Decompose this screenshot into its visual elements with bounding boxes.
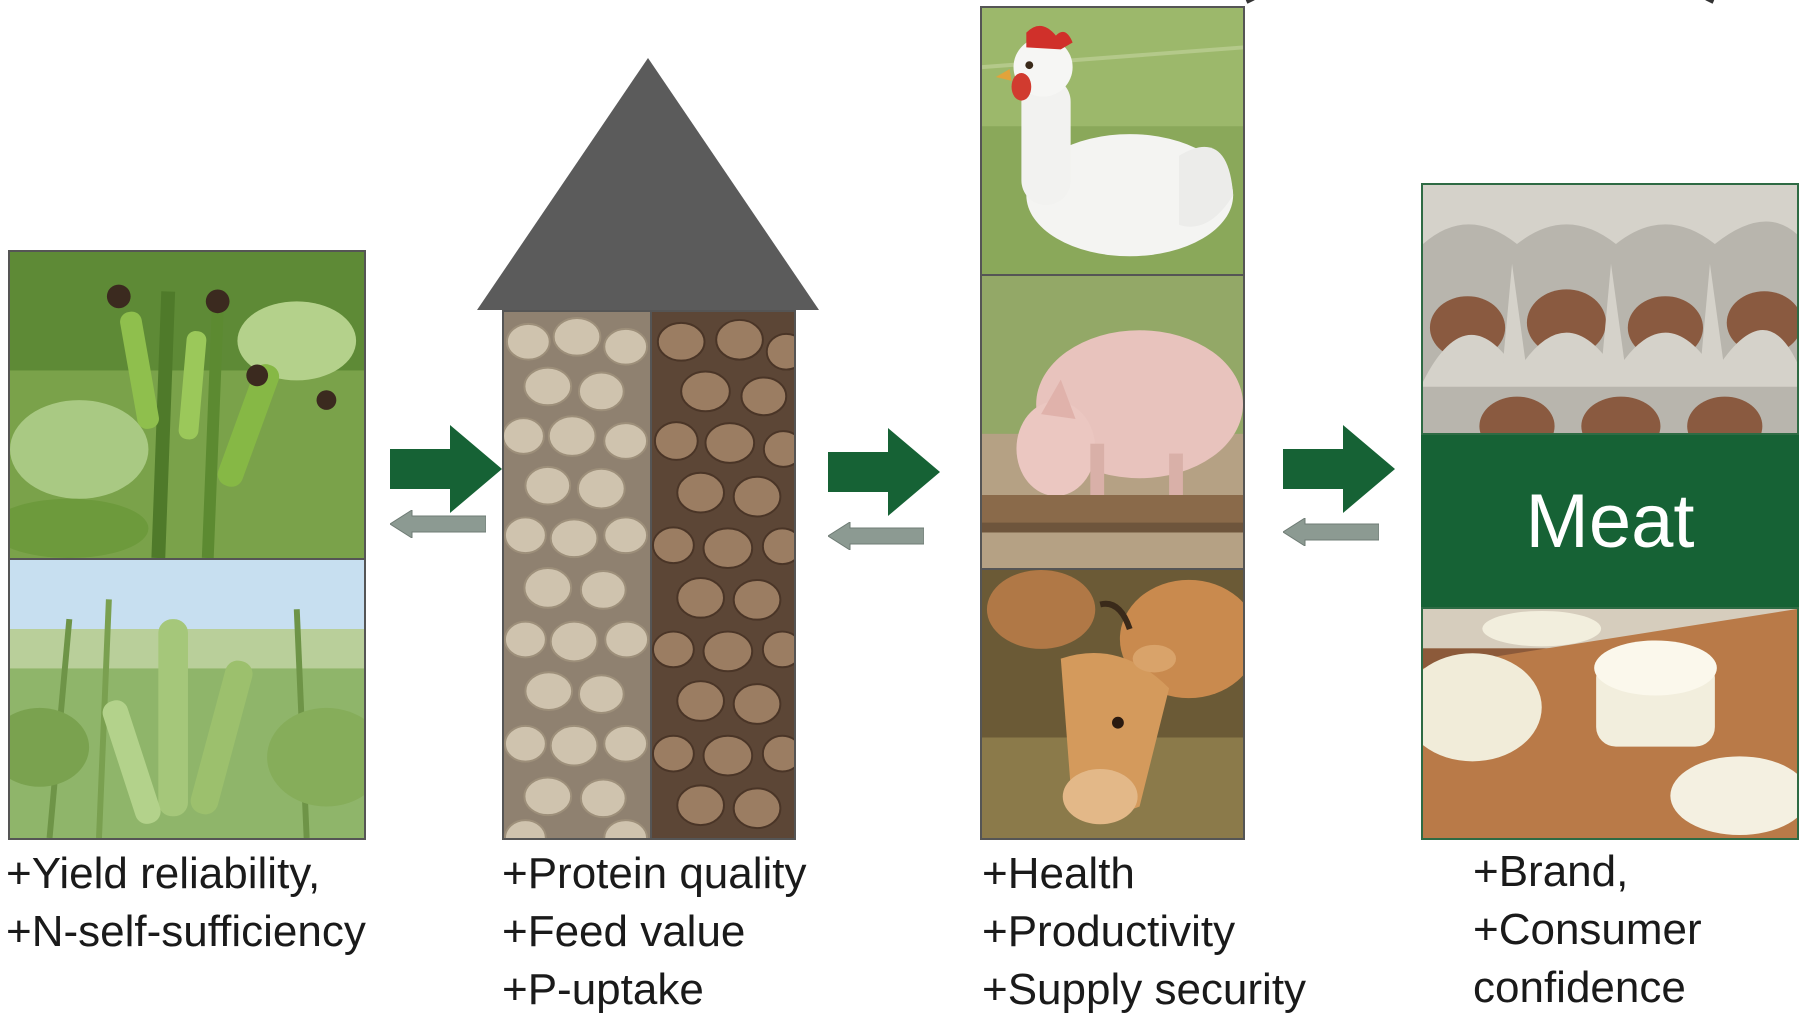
cow-photo: [980, 568, 1245, 840]
stage1-caption: +Yield reliability, +N-self-sufficiency: [6, 845, 366, 961]
stage4-caption: +Brand, +Consumer confidence: [1473, 843, 1702, 1017]
silo-roof: [477, 58, 819, 310]
stage3-caption: +Health +Productivity +Supply security: [982, 845, 1306, 1019]
stage3-caption-line-1: +Health: [982, 849, 1135, 898]
cheese-photo: [1421, 607, 1799, 840]
bean-seeds-photo-dark: [650, 310, 796, 840]
meat-label: Meat: [1525, 478, 1695, 564]
forward-arrow-2: [828, 428, 940, 516]
backward-arrow-2: [828, 522, 924, 550]
forward-arrow-3: [1283, 425, 1395, 513]
chicken-photo: [980, 6, 1245, 276]
forward-arrow-1: [390, 425, 502, 513]
meat-label-box: Meat: [1421, 435, 1799, 607]
stage1-caption-line-1: +Yield reliability,: [6, 849, 321, 898]
stage2-caption-line-3: +P-uptake: [502, 965, 704, 1014]
stage1-caption-line-2: +N-self-sufficiency: [6, 907, 366, 956]
stage2-caption-line-1: +Protein quality: [502, 849, 807, 898]
bean-field-photo-bottom: [8, 558, 366, 840]
backward-arrow-1: [390, 510, 486, 538]
stage4-caption-line-1: +Brand,: [1473, 847, 1629, 896]
stage3-caption-line-2: +Productivity: [982, 907, 1236, 956]
eggs-in-carton-photo: [1421, 183, 1799, 435]
bean-seeds-photo-light: [502, 310, 652, 840]
backward-arrow-3: [1283, 518, 1379, 546]
pig-photo: [980, 274, 1245, 570]
cropped-title-fragment: [0, 0, 1804, 6]
cropped-title-glyphs: [1245, 0, 1715, 4]
stage4-caption-line-3: confidence: [1473, 963, 1686, 1012]
stage2-caption: +Protein quality +Feed value +P-uptake: [502, 845, 807, 1019]
stage2-caption-line-2: +Feed value: [502, 907, 746, 956]
stage4-caption-line-2: +Consumer: [1473, 905, 1702, 954]
bean-plant-photo-top: [8, 250, 366, 560]
stage3-caption-line-3: +Supply security: [982, 965, 1307, 1014]
